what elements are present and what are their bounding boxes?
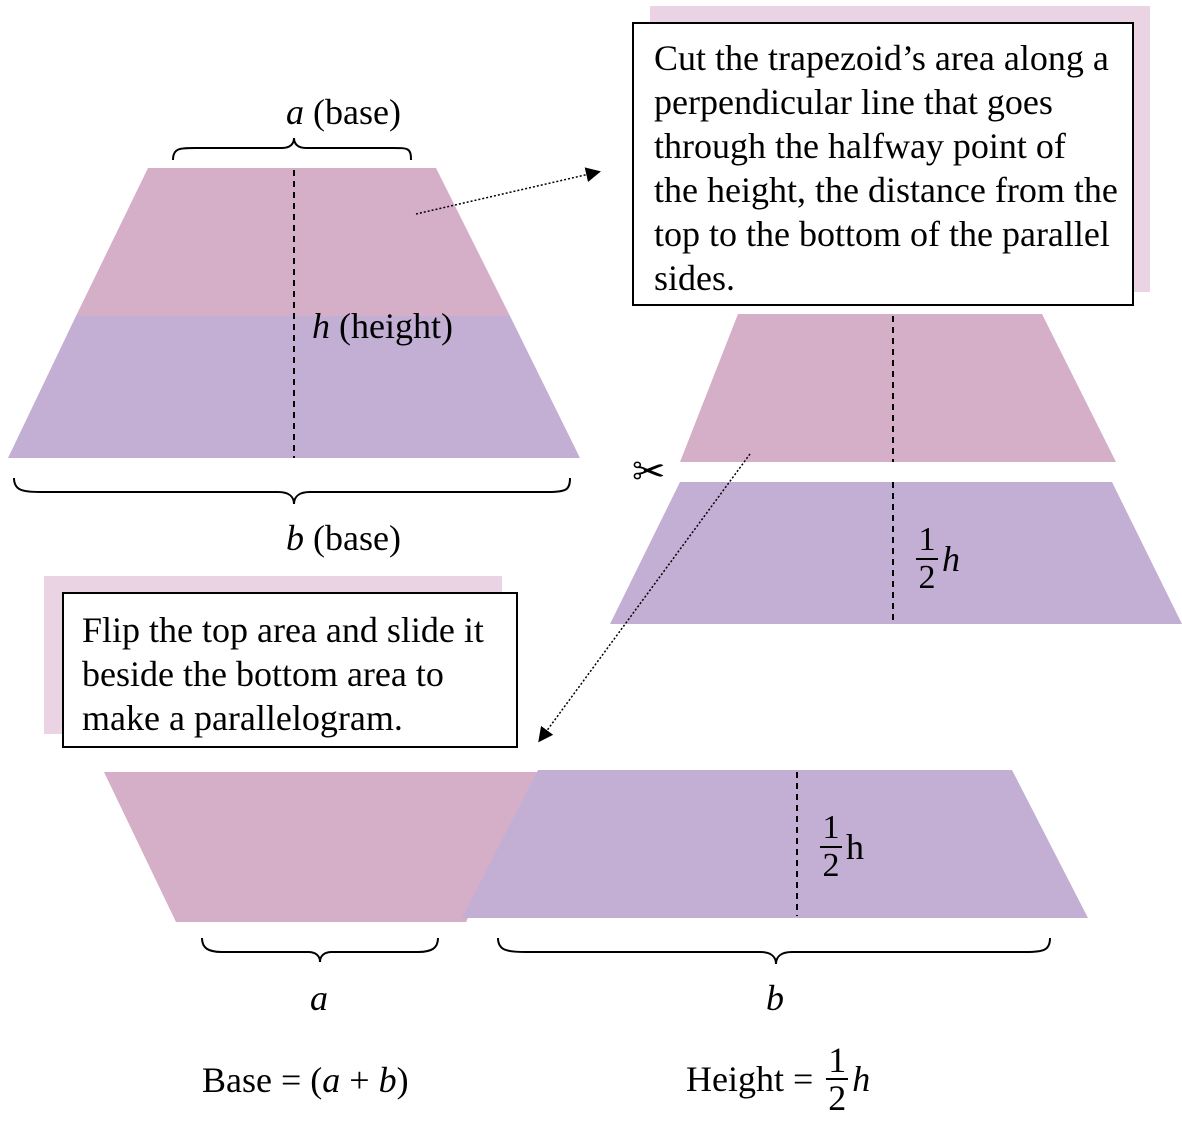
base-formula-plus: +: [340, 1060, 379, 1100]
h-height-text: (height): [330, 306, 453, 346]
fraction-numerator: 1: [918, 521, 936, 558]
scissors-icon: ✂: [632, 449, 666, 495]
a-base-label: a (base): [286, 92, 401, 132]
half-h-cut-piece-fraction: 1 2: [916, 522, 938, 596]
flip-arrow: [538, 453, 751, 743]
cut-bottom-piece: [610, 482, 1182, 624]
half-h-cut-piece: 1 2 h: [916, 522, 960, 596]
parallelogram-flipped-top-piece: [104, 772, 540, 922]
fraction-denominator: 2: [828, 1078, 847, 1118]
fraction-bar: [826, 1078, 849, 1080]
half-h-parallelogram: 1 2 h: [820, 810, 864, 884]
fraction-variable: h: [852, 1059, 871, 1099]
b-base-text: (base): [304, 518, 401, 558]
base-formula-suffix: ): [396, 1060, 409, 1100]
b-base-brace: [13, 477, 571, 505]
h-height-label: h (height): [312, 306, 453, 346]
flip-callout: Flip the top area and slide it beside th…: [62, 592, 518, 748]
cut-callout-text: Cut the trapezoid’s area along a perpend…: [654, 38, 1118, 298]
fraction-denominator: 2: [918, 559, 936, 596]
base-formula-a: a: [322, 1060, 341, 1100]
height-formula-prefix: Height =: [686, 1059, 823, 1099]
a-base-var: a: [286, 92, 304, 132]
h-height-var: h: [312, 306, 330, 346]
height-formula-fraction: 1 2: [826, 1040, 849, 1118]
fraction-denominator: 2: [822, 847, 840, 884]
cut-top-piece: [680, 314, 1116, 462]
base-formula-prefix: Base = (: [202, 1060, 323, 1100]
parallelogram-b-label: b: [766, 978, 784, 1018]
cut-callout: Cut the trapezoid’s area along a perpend…: [632, 22, 1134, 306]
a-base-brace: [172, 137, 412, 161]
parallelogram-bottom-piece: [462, 770, 1088, 918]
flip-callout-text: Flip the top area and slide it beside th…: [82, 610, 484, 738]
height-formula: Height = 1 2 h: [686, 1042, 870, 1116]
fraction-bar: [820, 846, 842, 848]
fraction-variable: h: [942, 539, 960, 579]
half-h-parallelogram-fraction: 1 2: [820, 810, 842, 884]
parallelogram-a-brace: [201, 937, 439, 963]
fraction-variable: h: [846, 827, 864, 867]
fraction-bar: [916, 558, 938, 560]
parallelogram-b-brace: [497, 937, 1051, 965]
a-base-text: (base): [304, 92, 401, 132]
fraction-numerator: 1: [828, 1040, 847, 1080]
cut-arrow: [415, 167, 601, 215]
parallelogram-a-label: a: [310, 978, 328, 1018]
b-base-var: b: [286, 518, 304, 558]
trapezoid-bottom-half: [8, 316, 580, 458]
b-base-label: b (base): [286, 518, 401, 558]
fraction-numerator: 1: [822, 809, 840, 846]
base-formula: Base = (a + b): [202, 1060, 409, 1100]
base-formula-b: b: [378, 1060, 397, 1100]
